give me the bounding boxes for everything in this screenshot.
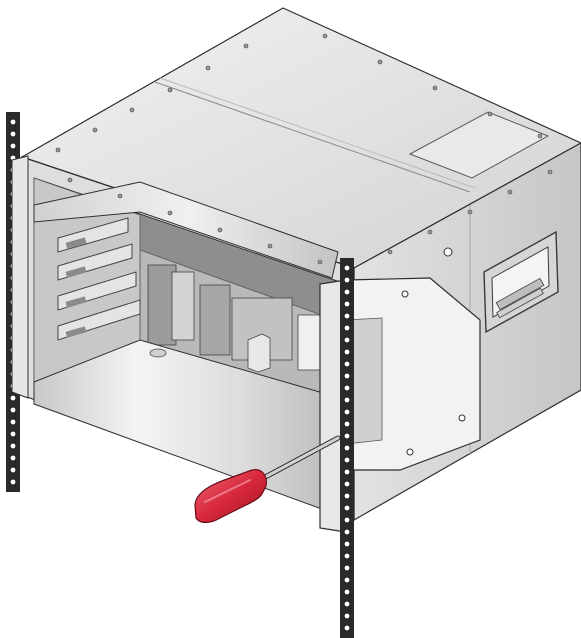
chassis-screw (55, 147, 61, 153)
rail-hole (344, 469, 350, 475)
rail-hole (344, 397, 350, 403)
mounting-bracket (319, 247, 481, 533)
card-slots (57, 217, 141, 341)
screwdriver (194, 435, 341, 524)
chassis-screws (55, 33, 553, 265)
rail-hole (10, 455, 16, 461)
rail-hole (10, 431, 16, 437)
top-vent-panel (408, 111, 550, 179)
chassis (20, 7, 581, 522)
rail-hole (10, 395, 16, 401)
chassis-screw (432, 85, 438, 91)
rail-hole (344, 313, 350, 319)
rail-hole (344, 625, 350, 631)
chassis-screw (217, 227, 223, 233)
rail-hole (10, 467, 16, 473)
rail-hole (344, 445, 350, 451)
upper-shelf (33, 181, 339, 279)
interior-components (147, 264, 321, 373)
chassis-screw (427, 229, 433, 235)
chassis-screw (205, 65, 211, 71)
chassis-screw (117, 193, 123, 199)
rail-hole (344, 361, 350, 367)
rail-hole (344, 505, 350, 511)
chassis-screw (537, 133, 543, 139)
chassis-screw (322, 33, 328, 39)
rail-hole (344, 493, 350, 499)
chassis-screw (487, 111, 493, 117)
rail-hole (344, 325, 350, 331)
rail-hole (344, 529, 350, 535)
chassis-screw (267, 243, 273, 249)
chassis-screw (243, 43, 249, 49)
rail-hole (344, 481, 350, 487)
chassis-screw (547, 169, 553, 175)
chassis-screw (387, 249, 393, 255)
rail-hole (344, 337, 350, 343)
rail-hole (344, 601, 350, 607)
rail-hole (344, 433, 350, 439)
rail-hole (344, 385, 350, 391)
left-bracket-ear (11, 155, 29, 399)
chassis-screw (377, 59, 383, 65)
rail-hole (10, 479, 16, 485)
rail-hole (344, 349, 350, 355)
chassis-screw (167, 87, 173, 93)
rail-hole (344, 265, 350, 271)
chassis-screw (467, 209, 473, 215)
rail-hole (344, 541, 350, 547)
rail-hole (344, 613, 350, 619)
rail-hole (344, 577, 350, 583)
rail-hole (10, 119, 16, 125)
rail-hole (10, 143, 16, 149)
chassis-screw (317, 259, 323, 265)
rail-right-holes (344, 265, 350, 631)
side-handle (483, 230, 559, 334)
rail-hole (344, 517, 350, 523)
rail-hole (344, 589, 350, 595)
rail-hole (344, 373, 350, 379)
rail-hole (344, 301, 350, 307)
rail-hole (344, 457, 350, 463)
rail-hole (344, 277, 350, 283)
rail-hole (344, 409, 350, 415)
rail-hole (10, 443, 16, 449)
rail-hole (10, 131, 16, 137)
rail-hole (344, 421, 350, 427)
rail-hole (344, 553, 350, 559)
rail-hole (10, 419, 16, 425)
rail-hole (10, 407, 16, 413)
screwdriver-handle (194, 469, 267, 524)
rail-hole (344, 565, 350, 571)
chassis-screw (129, 107, 135, 113)
chassis-screw (67, 177, 73, 183)
chassis-screw (167, 210, 173, 216)
rail-hole (344, 289, 350, 295)
rack-rail-right (340, 258, 354, 638)
chassis-screw (92, 127, 98, 133)
chassis-screw (507, 189, 513, 195)
